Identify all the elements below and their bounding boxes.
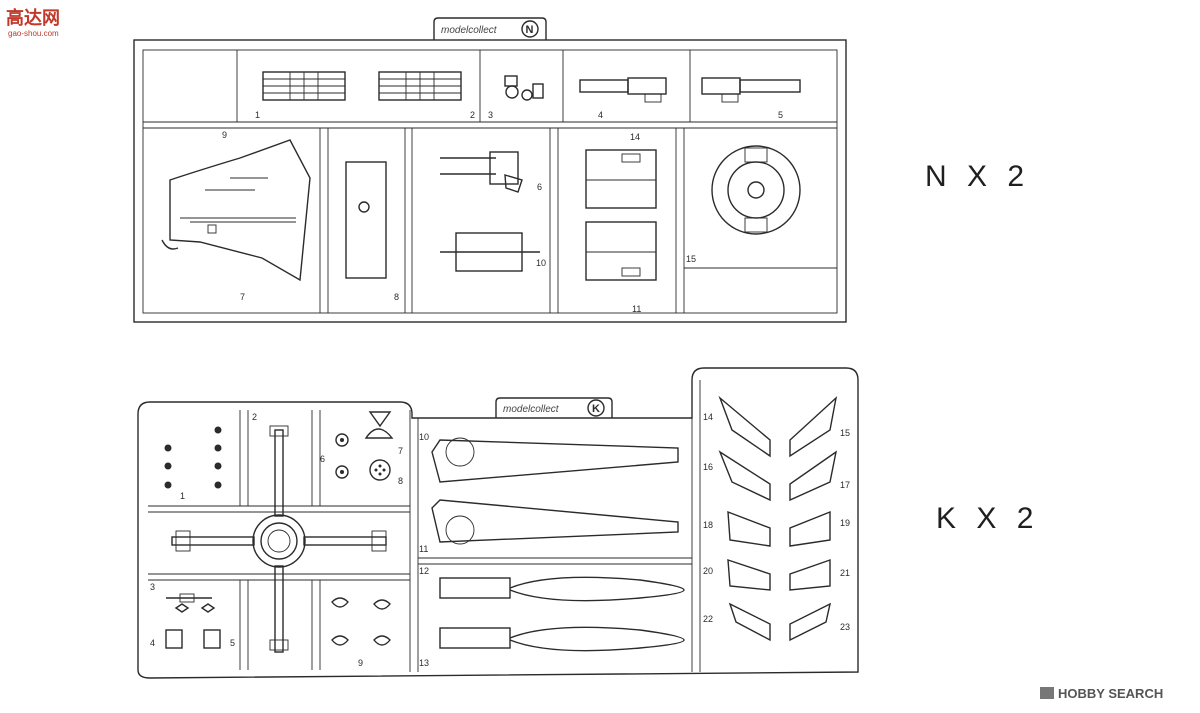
sprue-k-frame bbox=[137, 367, 859, 679]
sprue-n: modelcollect N bbox=[133, 17, 847, 323]
sprue-k-part-4-block bbox=[165, 629, 183, 649]
sprue-k-part-11-girder bbox=[431, 499, 679, 545]
sprue-n-num-11: 11 bbox=[632, 304, 641, 314]
sprue-k-fins bbox=[718, 395, 838, 642]
sprue-k-num-22: 22 bbox=[703, 614, 713, 624]
sprue-k-part-8-disc bbox=[369, 459, 391, 481]
sprue-n-part-14-box bbox=[585, 149, 657, 209]
sprue-k-part-numbers: 1 2 3 4 5 6 7 8 9 10 11 12 13 14 15 16 1… bbox=[150, 412, 850, 668]
sprue-k-num-18: 18 bbox=[703, 520, 713, 530]
sprue-n-part-numbers: 1 2 3 4 5 6 7 8 9 10 11 15 14 bbox=[222, 110, 783, 314]
sprue-k-num-7: 7 bbox=[398, 446, 403, 456]
sprue-n-brand-tag: modelcollect N bbox=[433, 17, 547, 40]
watermark-chinese-text: 高达网 bbox=[6, 7, 60, 29]
sprue-n-inner-frame bbox=[142, 49, 838, 314]
hobby-search-icon bbox=[1040, 687, 1054, 699]
sprue-k-letter-circle bbox=[587, 399, 605, 417]
sprue-k-quantity-label: K X 2 bbox=[936, 502, 1039, 535]
sprue-k-brand-tag: modelcollect K bbox=[495, 397, 613, 418]
sprue-n-part-1-ladder bbox=[262, 71, 346, 101]
sprue-n-frame bbox=[133, 39, 847, 323]
sprue-n-num-15: 15 bbox=[686, 254, 696, 264]
sprue-k-num-14: 14 bbox=[703, 412, 713, 422]
sprue-n-part-6-bracket bbox=[440, 151, 523, 193]
sprue-k-brand-text: modelcollect bbox=[503, 404, 560, 415]
sprue-k-runners bbox=[148, 380, 701, 672]
watermark-logo-bottom: HOBBY SEARCH bbox=[1040, 686, 1163, 701]
sprue-k-part-7-cap bbox=[364, 411, 394, 439]
hobby-search-text: HOBBY SEARCH bbox=[1058, 686, 1163, 701]
sprue-k-num-13: 13 bbox=[419, 658, 429, 668]
sprue-n-num-6: 6 bbox=[537, 182, 542, 192]
sprue-n-num-10: 10 bbox=[536, 258, 546, 268]
sprue-n-num-8: 8 bbox=[394, 292, 399, 302]
sprue-k-part-12-tank bbox=[439, 576, 685, 602]
sprue-n-letter-circle bbox=[521, 20, 539, 38]
sprue-k-num-6: 6 bbox=[320, 454, 325, 464]
sprue-n-part-11-box bbox=[585, 221, 657, 281]
watermark-url-text: gao-shou.com bbox=[8, 29, 59, 38]
sprue-k-letter: K bbox=[592, 403, 600, 415]
sprue-n-part-2-ladder bbox=[378, 71, 462, 101]
sprue-k-num-10: 10 bbox=[419, 432, 429, 442]
sprue-k-part-10-girder bbox=[431, 437, 679, 483]
sprue-k-part-2-cross-base bbox=[171, 425, 387, 653]
sprue-n-num-9: 9 bbox=[222, 130, 227, 140]
sprue-k-num-2: 2 bbox=[252, 412, 257, 422]
sprue-n-part-10-rod bbox=[440, 232, 540, 272]
sprue-n-num-14: 14 bbox=[630, 132, 640, 142]
sprue-n-part-3-fitting bbox=[504, 75, 544, 101]
sprue-n-part-5-beam bbox=[701, 77, 801, 103]
sprue-k-num-17: 17 bbox=[840, 480, 850, 490]
sprue-k-num-3: 3 bbox=[150, 582, 155, 592]
sprue-k-num-19: 19 bbox=[840, 518, 850, 528]
sprue-k-part-5-block bbox=[203, 629, 221, 649]
sprue-k-num-16: 16 bbox=[703, 462, 713, 472]
sprue-k-part-6-wheel bbox=[335, 433, 349, 479]
sprue-n-num-5: 5 bbox=[778, 110, 783, 120]
sprue-k-part-3-bracket bbox=[166, 593, 216, 613]
watermark-logo-top: 高达网 gao-shou.com bbox=[6, 7, 60, 38]
sprue-k-num-20: 20 bbox=[703, 566, 713, 576]
sprue-n-part-15-turntable bbox=[711, 145, 801, 235]
sprue-k-num-12: 12 bbox=[419, 566, 429, 576]
sprue-n-runners-vertical bbox=[236, 50, 837, 313]
sprue-n-letter: N bbox=[526, 24, 534, 36]
sprue-n-part-4-beam bbox=[579, 77, 667, 103]
sprue-k-num-11: 11 bbox=[419, 544, 428, 554]
sprue-k-num-1: 1 bbox=[180, 491, 185, 501]
sprue-n-num-7: 7 bbox=[240, 292, 245, 302]
sprue-n-brand-text: modelcollect bbox=[441, 25, 498, 36]
sprue-k-num-4: 4 bbox=[150, 638, 155, 648]
sprue-k-num-15: 15 bbox=[840, 428, 850, 438]
sprue-k-num-9: 9 bbox=[358, 658, 363, 668]
sprue-n-num-2: 2 bbox=[470, 110, 475, 120]
sprue-n-num-4: 4 bbox=[598, 110, 603, 120]
sprue-n-part-9-plate bbox=[161, 139, 311, 282]
sprue-k-num-5: 5 bbox=[230, 638, 235, 648]
sprue-k-num-8: 8 bbox=[398, 476, 403, 486]
sprue-n-num-1: 1 bbox=[255, 110, 260, 120]
sprue-k: modelcollect K bbox=[137, 367, 859, 679]
sprue-n-quantity-label: N X 2 bbox=[925, 160, 1030, 193]
sprue-k-part-1-pegs bbox=[164, 426, 222, 489]
sprue-k-num-21: 21 bbox=[840, 568, 850, 578]
sprue-k-part-13-tank bbox=[439, 626, 685, 652]
sprue-n-num-3: 3 bbox=[488, 110, 493, 120]
sprue-k-num-23: 23 bbox=[840, 622, 850, 632]
sprue-n-part-8-plate bbox=[345, 161, 387, 279]
sprue-k-part-9-clips bbox=[331, 597, 391, 646]
